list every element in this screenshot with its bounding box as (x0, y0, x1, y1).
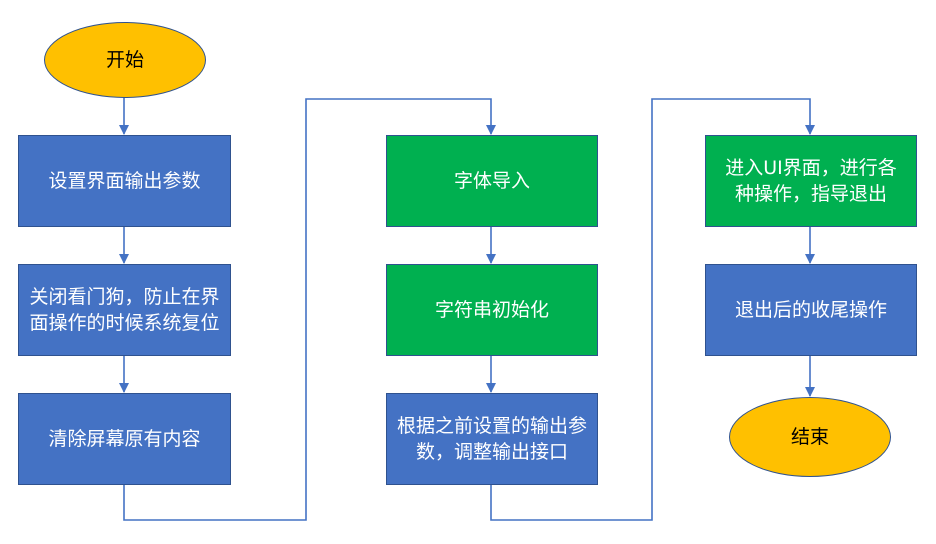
step-disable-watchdog: 关闭看门狗，防止在界面操作的时候系统复位 (18, 264, 231, 356)
end-terminal: 结束 (729, 397, 891, 477)
step-enter-ui: 进入UI界面，进行各种操作，指导退出 (705, 135, 917, 227)
step-clear-screen: 清除屏幕原有内容 (18, 393, 231, 485)
step-string-init: 字符串初始化 (386, 264, 598, 356)
step-set-output-params: 设置界面输出参数 (18, 135, 231, 227)
end-label: 结束 (790, 426, 829, 448)
arrow-clear-screen-to-font-import (123, 98, 496, 521)
step-disable-watchdog-label: 关闭看门狗，防止在界面操作的时候系统复位 (29, 286, 220, 334)
step-adjust-output-label: 根据之前设置的输出参数，调整输出接口 (397, 415, 588, 463)
step-clear-screen-label: 清除屏幕原有内容 (48, 428, 201, 450)
step-string-init-label: 字符串初始化 (434, 299, 549, 321)
step-enter-ui-label: 进入UI界面，进行各种操作，指导退出 (725, 157, 897, 205)
arrow-adjust-output-to-enter-ui (490, 98, 815, 521)
step-set-output-params-label: 设置界面输出参数 (48, 170, 201, 192)
step-cleanup-label: 退出后的收尾操作 (734, 299, 887, 321)
step-font-import: 字体导入 (386, 135, 598, 227)
step-adjust-output: 根据之前设置的输出参数，调整输出接口 (386, 393, 598, 485)
start-label: 开始 (105, 49, 144, 71)
step-font-import-label: 字体导入 (453, 170, 530, 192)
step-cleanup: 退出后的收尾操作 (705, 264, 917, 356)
start-terminal: 开始 (44, 22, 206, 98)
